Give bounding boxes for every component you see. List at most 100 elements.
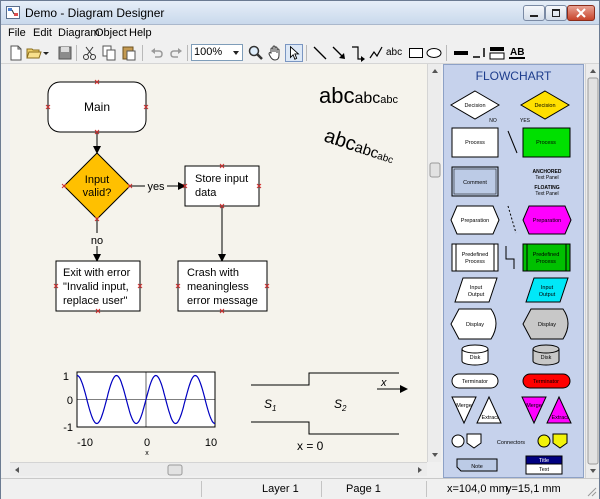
store-data-node[interactable]: Store input data [184,165,260,207]
window-title: Demo - Diagram Designer [25,6,165,20]
svg-text:Display: Display [538,322,556,328]
svg-text:Input: Input [470,285,483,291]
status-x: x=104,0 mm [447,483,508,495]
pointer-icon[interactable] [285,44,303,62]
palette-preparation[interactable]: Preparation [450,205,500,235]
palette-extract[interactable]: Extract [476,395,502,424]
line-icon[interactable] [311,44,329,62]
ellipse-icon[interactable] [425,44,443,62]
scroll-up-icon [432,69,438,73]
menu-file[interactable]: File [8,27,26,39]
exit-error-node[interactable]: Exit with error "Invalid input, replace … [55,260,141,312]
dropdown-arrow-icon[interactable] [41,44,51,62]
palette-merge-magenta[interactable]: Merge [521,396,547,425]
decision-node[interactable]: Input valid? [63,152,131,220]
palette-decision[interactable]: Decision NO [450,90,500,124]
line-style-icon[interactable] [470,44,488,62]
palette-merge[interactable]: Merge [451,396,477,425]
canvas-horizontal-scrollbar[interactable] [10,462,427,476]
palette-connectors[interactable]: Connectors [451,433,568,449]
rectangle-icon[interactable] [407,44,425,62]
palette-disk[interactable]: Disk [461,344,489,366]
close-button[interactable] [567,5,595,21]
main-node[interactable]: Main [47,81,147,133]
save-icon[interactable] [56,44,74,62]
palette-terminator-red[interactable]: Terminator [522,373,571,389]
text-icon[interactable]: abc [386,47,403,58]
palette-predefined-green[interactable]: Predefined Process [522,243,571,272]
paste-icon[interactable] [120,44,138,62]
title-bar[interactable]: Demo - Diagram Designer [1,1,599,25]
menu-help[interactable]: Help [129,27,152,39]
palette-preparation-magenta[interactable]: Preparation [522,205,572,235]
text-sample-1: abcabcabc [319,83,399,108]
arrow-icon[interactable] [330,44,348,62]
copy-icon[interactable] [100,44,118,62]
exit-label-1: Exit with error [63,267,131,279]
palette-input-output-cyan[interactable]: Input Output [525,277,569,303]
exit-label-3: replace user" [63,295,128,307]
svg-text:Output: Output [539,292,556,298]
store-label-2: data [195,187,217,199]
palette-process-green[interactable]: Process [522,127,571,158]
minimize-button[interactable] [523,5,545,21]
palette-comment[interactable]: Comment [451,166,499,197]
pipe-arrow-label: x [380,377,387,389]
svg-text:Note: Note [471,464,483,470]
font-style-icon[interactable]: AB [507,44,529,62]
cut-icon[interactable] [81,44,99,62]
undo-icon[interactable] [148,44,166,62]
palette-terminator[interactable]: Terminator [451,373,499,389]
connection-points [45,79,270,314]
palette-floating-text[interactable]: FLOATING Text Panel [534,185,559,197]
palette-input-output[interactable]: Input Output [454,277,498,303]
close-icon [576,8,586,18]
menu-bar: File Edit Diagram Object Help [1,25,599,42]
hand-icon[interactable] [266,44,284,62]
maximize-button[interactable] [545,5,567,21]
chevron-down-icon [233,51,239,55]
svg-text:Decision: Decision [464,103,485,109]
redo-icon[interactable] [167,44,185,62]
palette-process[interactable]: Process [451,127,499,158]
line-width-icon[interactable] [452,44,470,62]
palette-note[interactable]: Note [456,458,498,472]
magnifier-icon[interactable] [247,44,265,62]
palette-anchored-text[interactable]: ANCHORED Text Panel [533,169,562,181]
menu-edit[interactable]: Edit [33,27,52,39]
open-icon[interactable] [25,44,43,62]
connector-icon[interactable] [349,44,367,62]
minimize-icon [530,15,538,17]
new-icon[interactable] [7,44,25,62]
palette-predefined-process[interactable]: Predefined Process [451,243,499,272]
menu-diagram[interactable]: Diagram [58,27,100,39]
sine-plot[interactable]: 1 0 -1 -10 0 10 x [63,371,217,457]
palette-title-text[interactable]: Title Text [525,455,563,475]
svg-text:Extract: Extract [481,415,499,421]
pipe-caption: x = 0 [297,439,324,453]
scroll-down-icon [590,469,596,473]
palette-display-gray[interactable]: Display [522,308,569,340]
canvas-vertical-scrollbar[interactable] [427,64,441,462]
bent-connector-icon[interactable] [367,44,385,62]
scroll-right-icon [418,467,422,473]
diagram-svg[interactable]: Main Input valid? yes no Store input dat… [10,64,427,462]
palette-disk-gray[interactable]: Disk [532,344,560,366]
svg-text:Comment: Comment [463,180,487,186]
diagram-canvas[interactable]: Main Input valid? yes no Store input dat… [10,64,427,462]
svg-text:Preparation: Preparation [461,218,489,224]
palette-extract-magenta[interactable]: Extract [546,395,572,424]
zoom-value: 100% [194,46,223,58]
menu-object[interactable]: Object [95,27,127,39]
palette-decision-yellow[interactable]: Decision YES [520,90,570,124]
fill-style-icon[interactable] [488,44,506,62]
resize-grip-icon[interactable] [585,485,597,497]
zoom-select[interactable]: 100% [191,44,243,61]
pipe-diagram[interactable]: x S1 S2 x = 0 [251,372,408,453]
palette-scrollbar[interactable] [585,64,599,478]
crash-node[interactable]: Crash with meaningless error message [177,260,268,312]
svg-text:Preparation: Preparation [533,218,561,224]
crash-label-3: error message [187,295,258,307]
palette-display[interactable]: Display [450,308,497,340]
